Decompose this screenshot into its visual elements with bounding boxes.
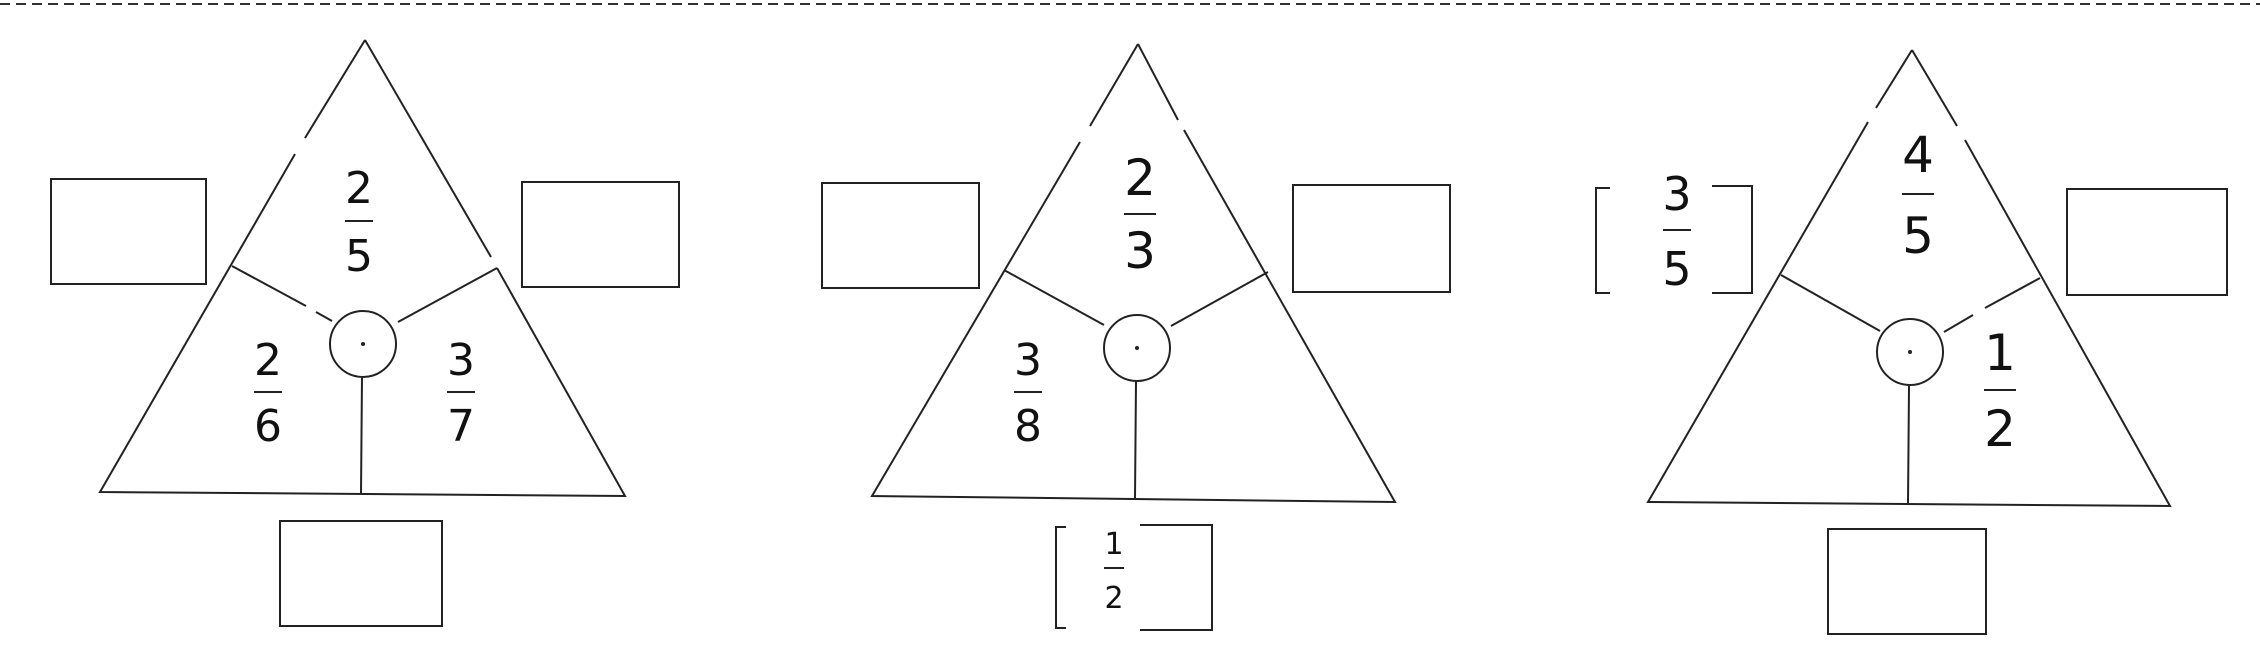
denominator: 7	[447, 401, 475, 452]
numerator: 3	[447, 335, 475, 386]
center-circle	[1103, 314, 1171, 382]
divider-left	[1780, 274, 1881, 332]
numerator: 1	[1104, 527, 1123, 562]
fraction-right: 3 7	[447, 335, 475, 452]
triangle-outline	[98, 39, 627, 498]
denominator: 3	[1124, 222, 1156, 280]
divider-bottom	[1907, 385, 1910, 505]
answer-box-left[interactable]	[821, 182, 980, 289]
denominator: 8	[1014, 401, 1042, 452]
numerator: 2	[345, 163, 373, 214]
puzzle-2: 2 3 3 8 1 2	[821, 43, 1451, 631]
numerator: 3	[1662, 167, 1691, 221]
answer-box-bottom[interactable]	[279, 520, 443, 627]
divider-bottom	[360, 375, 363, 495]
puzzle-3: 4 5 1 2 3 5	[1595, 49, 2228, 635]
center-dot	[1135, 346, 1139, 350]
numerator: 2	[1124, 149, 1156, 207]
divider-left-b	[315, 311, 333, 322]
denominator: 5	[1902, 207, 1934, 265]
answer-box-right[interactable]	[1292, 184, 1451, 293]
answer-box-left[interactable]: 3 5	[1595, 167, 1753, 296]
numerator: 2	[254, 335, 282, 386]
divider-left	[231, 265, 307, 307]
answer-box-right[interactable]	[521, 181, 680, 288]
answer-box-right[interactable]	[2066, 188, 2228, 296]
divider-right	[1170, 271, 1269, 327]
denominator: 2	[1104, 581, 1123, 616]
divider-left	[1003, 269, 1105, 326]
denominator: 5	[1662, 242, 1691, 296]
fraction-left: 3 8	[1014, 335, 1042, 452]
divider-right	[1984, 277, 2041, 309]
fraction-top: 4 5	[1902, 126, 1934, 265]
divider-bottom	[1134, 380, 1137, 499]
center-circle	[329, 310, 397, 378]
center-circle	[1876, 318, 1944, 386]
fraction-top: 2 5	[345, 163, 373, 282]
triangle-outline	[870, 43, 1397, 504]
answer-box-left[interactable]	[50, 178, 207, 285]
puzzle-1: 2 5 2 6 3 7	[50, 39, 680, 627]
fraction-right: 1 2	[1984, 324, 2016, 458]
center-dot	[1908, 350, 1912, 354]
divider-right-b	[1943, 314, 1974, 333]
numerator: 1	[1984, 324, 2016, 382]
numerator: 4	[1902, 126, 1934, 184]
denominator: 2	[1984, 400, 2016, 458]
denominator: 5	[345, 231, 373, 282]
fraction-top: 2 3	[1124, 149, 1156, 280]
numerator: 3	[1014, 335, 1042, 386]
denominator: 6	[254, 401, 282, 452]
answer-box-bottom[interactable]	[1827, 528, 1987, 635]
center-dot	[361, 342, 365, 346]
fraction-left: 2 6	[254, 335, 282, 452]
answer-box-bottom[interactable]: 1 2	[1055, 524, 1213, 631]
divider-right	[397, 267, 498, 323]
